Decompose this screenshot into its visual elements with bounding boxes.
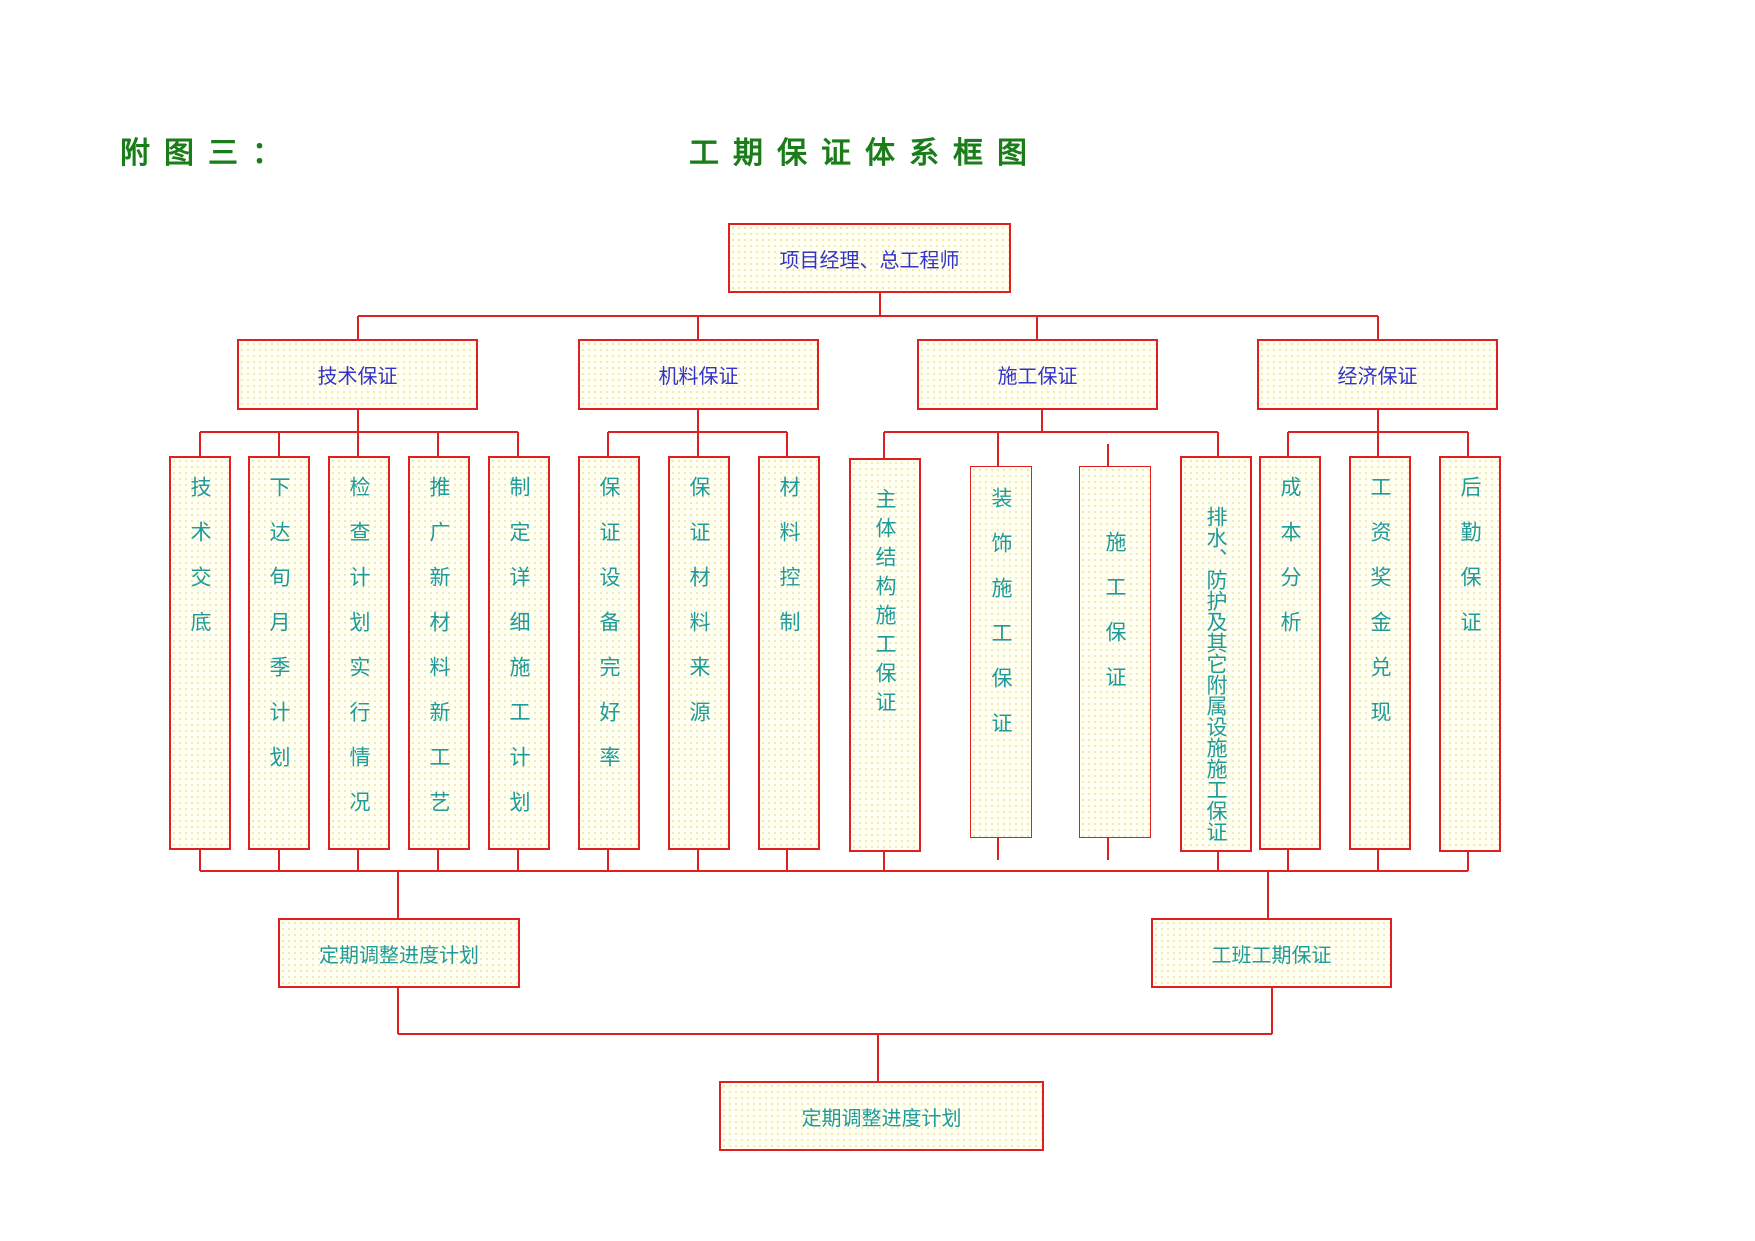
item-label: 工资奖金兑现 (1368, 476, 1392, 746)
item-label: 下达旬月季计划 (267, 476, 291, 791)
item-promote-new-materials: 推广新材料新工艺 (408, 456, 470, 850)
item-label: 排水、防护及其它附属设施施工保证 (1204, 506, 1228, 842)
category-technical: 技术保证 (237, 339, 478, 410)
item-material-control: 材料控制 (758, 456, 820, 850)
item-construction-guarantee: 施工保证 (1079, 466, 1151, 838)
item-label: 技术交底 (188, 476, 212, 656)
item-label: 保证材料来源 (687, 476, 711, 746)
category-construction: 施工保证 (917, 339, 1158, 410)
item-technical-disclosure: 技术交底 (169, 456, 231, 850)
bottom-box-schedule-adjust: 定期调整进度计划 (719, 1081, 1044, 1151)
figure-label: 附图三： (120, 136, 296, 171)
item-drainage-protection: 排水、防护及其它附属设施施工保证 (1180, 456, 1252, 852)
item-check-plan-execution: 检查计划实行情况 (328, 456, 390, 850)
item-logistics: 后勤保证 (1439, 456, 1501, 852)
category-economic: 经济保证 (1257, 339, 1498, 410)
item-cost-analysis: 成本分析 (1259, 456, 1321, 850)
item-issue-plans: 下达旬月季计划 (248, 456, 310, 850)
mid-box-team-schedule: 工班工期保证 (1151, 918, 1392, 988)
item-label: 成本分析 (1278, 476, 1302, 656)
item-material-source: 保证材料来源 (668, 456, 730, 850)
item-equipment-integrity: 保证设备完好率 (578, 456, 640, 850)
item-label: 制定详细施工计划 (507, 476, 531, 836)
item-label: 装饰施工保证 (989, 487, 1013, 757)
page-title: 工期保证体系框图 (689, 136, 1041, 171)
item-wage-bonus: 工资奖金兑现 (1349, 456, 1411, 850)
item-label: 检查计划实行情况 (347, 476, 371, 836)
mid-box-schedule-adjust: 定期调整进度计划 (278, 918, 520, 988)
category-machinery: 机料保证 (578, 339, 819, 410)
item-label: 主体结构施工保证 (873, 488, 897, 720)
item-label: 材料控制 (777, 476, 801, 656)
item-label: 后勤保证 (1458, 476, 1482, 656)
item-label: 施工保证 (1103, 531, 1127, 711)
item-detailed-construction-plan: 制定详细施工计划 (488, 456, 550, 850)
item-label: 保证设备完好率 (597, 476, 621, 791)
item-decoration: 装饰施工保证 (970, 466, 1032, 838)
root-box: 项目经理、总工程师 (728, 223, 1011, 293)
item-main-structure: 主体结构施工保证 (849, 458, 921, 852)
item-label: 推广新材料新工艺 (427, 476, 451, 836)
